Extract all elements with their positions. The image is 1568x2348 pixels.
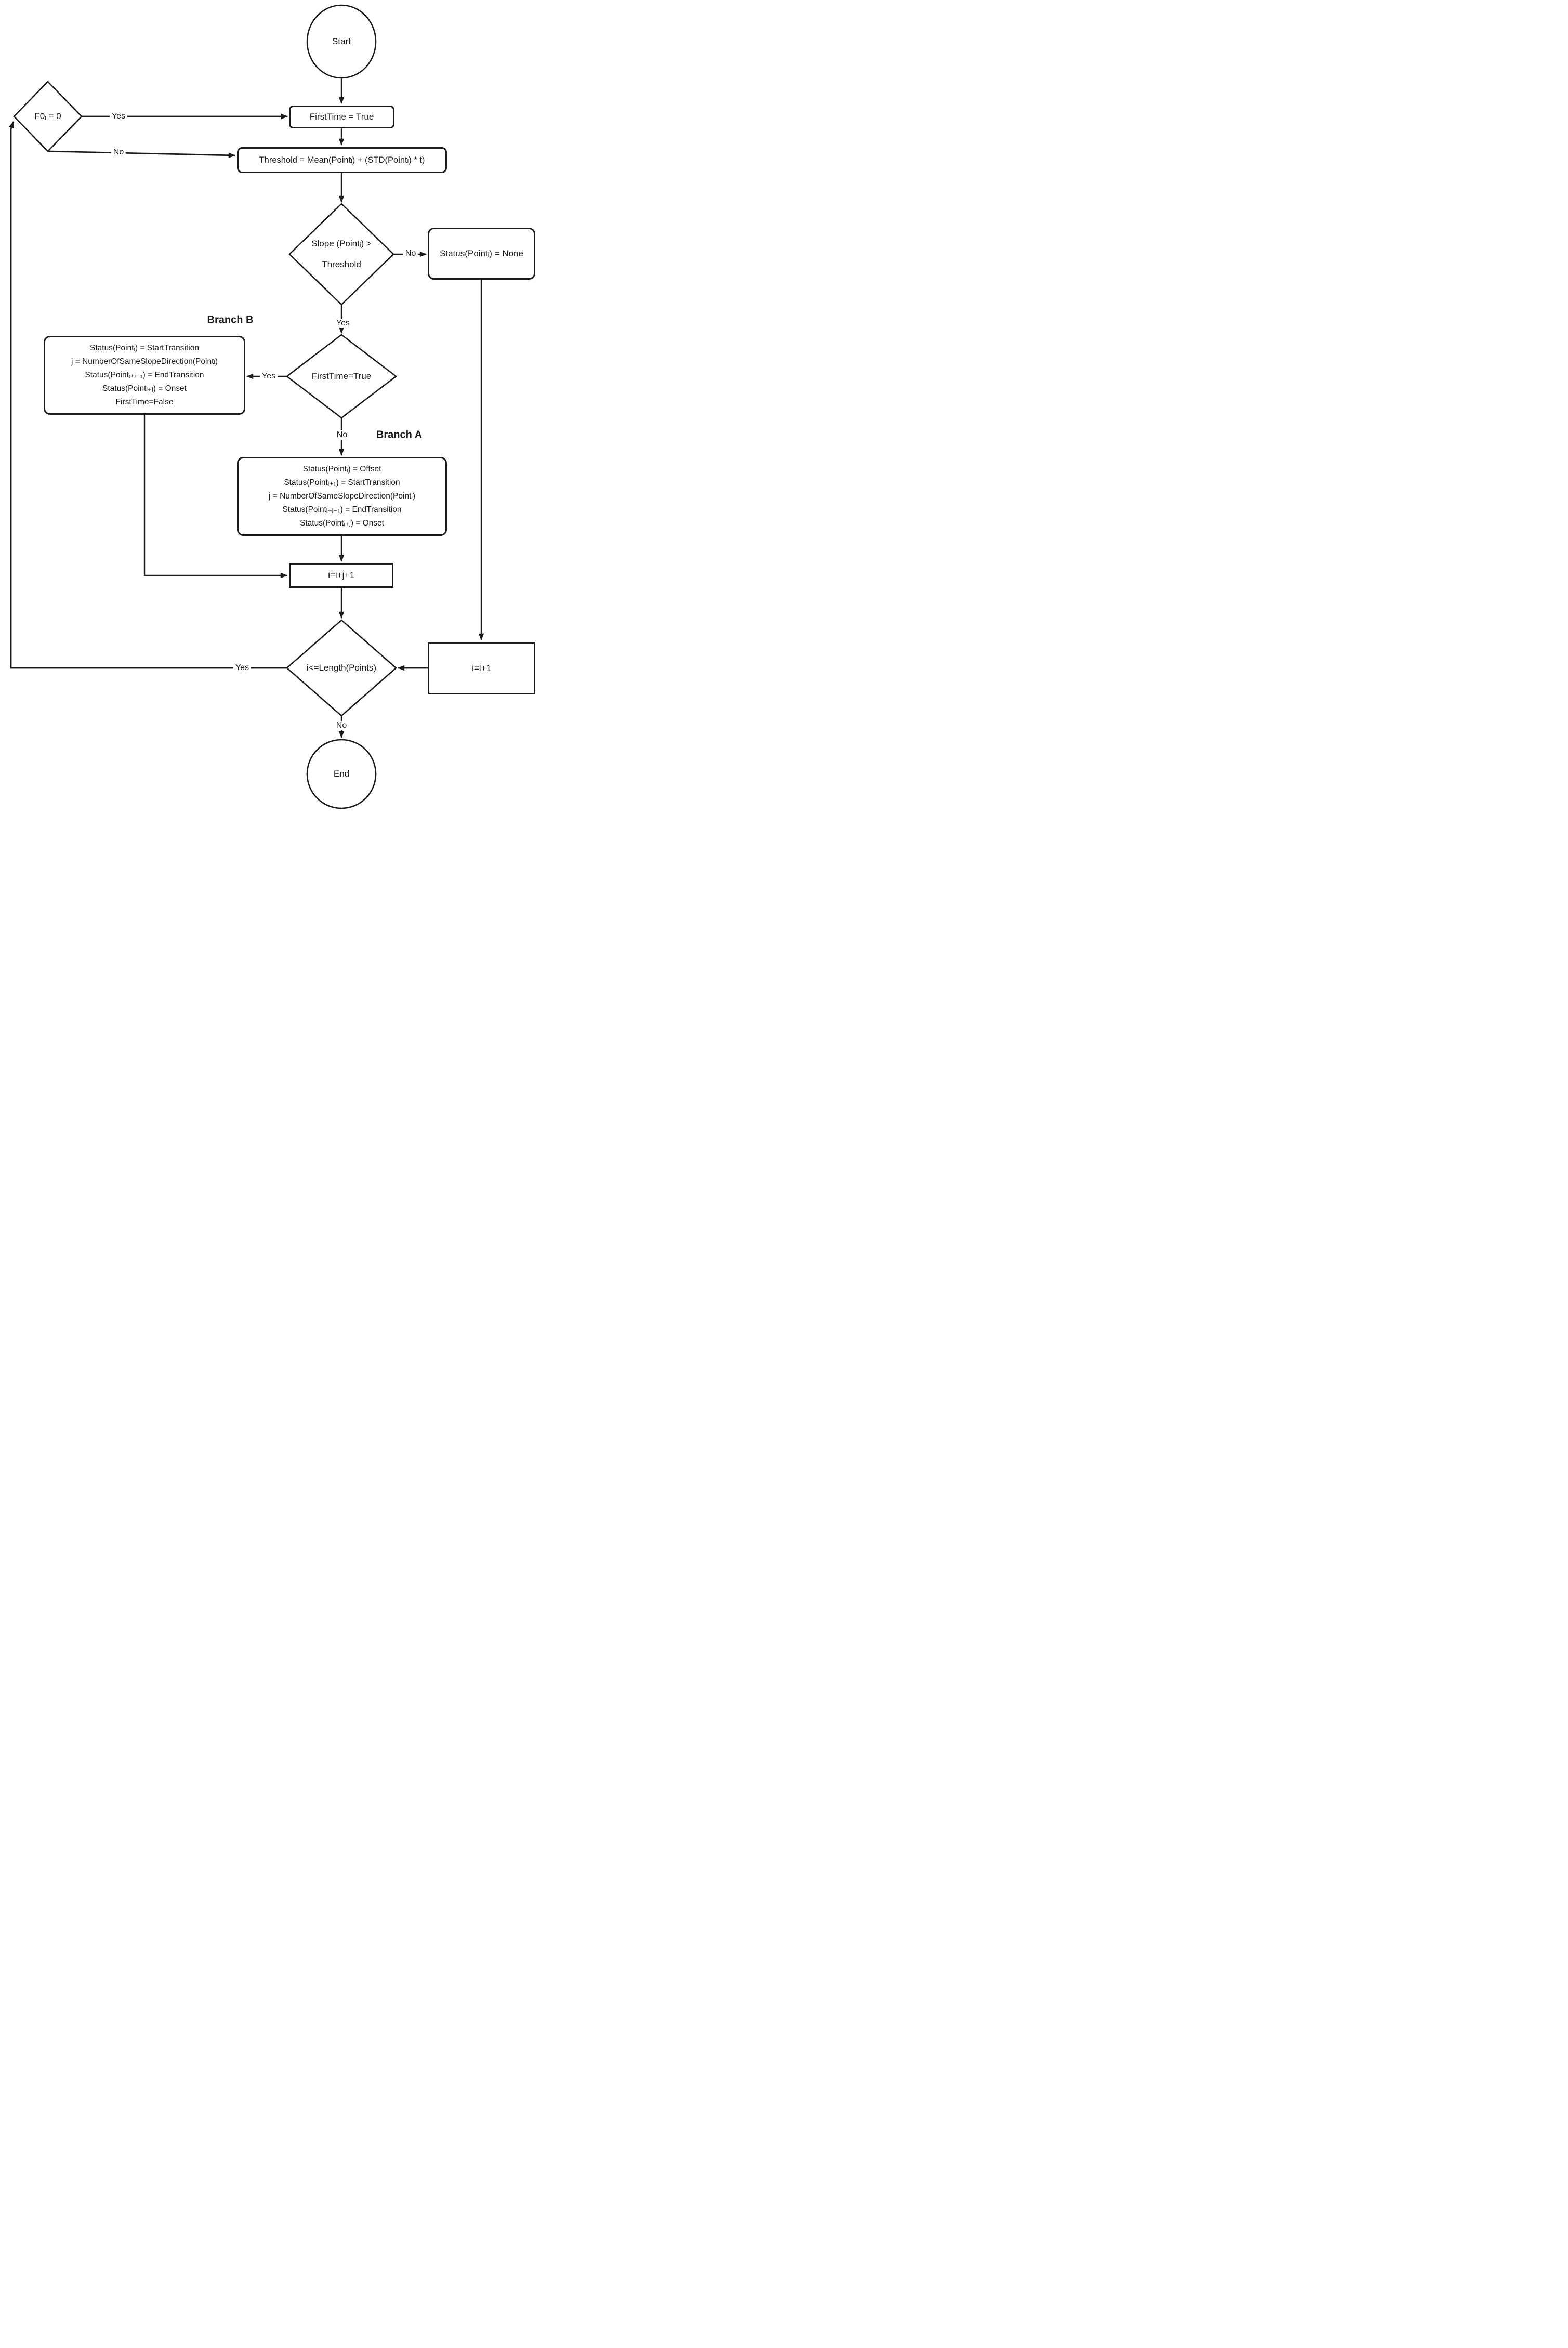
flowchart-wires — [8, 4, 484, 809]
f0-check-label: F0ᵢ = 0 — [34, 111, 61, 121]
end-terminal-shape — [306, 739, 377, 809]
end-terminal-label: End — [333, 769, 350, 779]
branch-a-box: Status(Pointᵢ) = Offset Status(Pointᵢ₊₁)… — [237, 457, 447, 536]
edge-label-firsttime-yes: Yes — [259, 372, 278, 381]
flow-lengthcheck-yes-loop-to-f0 — [8, 121, 287, 669]
edge-label-length-no: No — [334, 721, 349, 730]
start-terminal-label: Start — [332, 36, 351, 46]
status-none-box: Status(Pointᵢ) = None — [428, 228, 535, 280]
edge-label-slope-no: No — [403, 249, 418, 258]
firsttime-init-box: FirstTime = True — [289, 106, 394, 128]
edge-label-f0-no: No — [111, 148, 126, 157]
slope-check-label: Slope (Pointᵢ) > Threshold — [311, 239, 372, 269]
edge-label-length-yes: Yes — [233, 663, 252, 673]
flow-branchb-to-increment — [143, 415, 288, 579]
branch-a-title: Branch A — [376, 429, 423, 441]
flow-f0-no-to-threshold — [47, 150, 236, 158]
branch-b-title: Branch B — [207, 314, 254, 326]
increment-i-box: i=i+1 — [428, 642, 535, 694]
edge-label-firsttime-no: No — [334, 430, 350, 440]
increment-i-j-box: i=i+j+1 — [289, 563, 393, 588]
edge-label-f0-yes: Yes — [109, 112, 128, 121]
threshold-box: Threshold = Mean(Pointᵢ) + (STD(Pointᵢ) … — [237, 147, 447, 173]
edge-label-slope-yes: Yes — [334, 319, 352, 328]
flowchart-canvas: Start F0ᵢ = 0 Slope (Pointᵢ) > Threshold… — [0, 0, 552, 827]
branch-b-box: Status(Pointᵢ) = StartTransition j = Num… — [44, 336, 245, 415]
firsttime-check-label: FirstTime=True — [311, 371, 372, 381]
length-check-label: i<=Length(Points) — [306, 663, 377, 673]
